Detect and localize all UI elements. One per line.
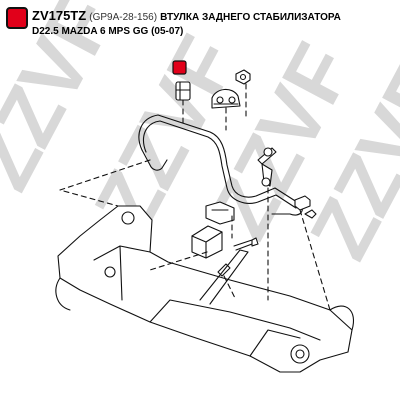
header: ZV175TZ (GP9A-28-156) ВТУЛКА ЗАДНЕГО СТА… bbox=[6, 6, 396, 48]
bolt bbox=[294, 195, 317, 219]
mount-block bbox=[191, 225, 223, 259]
stabilizer-bushing bbox=[175, 81, 191, 101]
stabilizer-bar-end-left bbox=[141, 149, 168, 171]
part-code: ZV175TZ bbox=[32, 8, 87, 23]
stabilizer-link bbox=[257, 147, 277, 187]
part-description: ВТУЛКА ЗАДНЕГО СТАБИЛИЗАТОРА bbox=[160, 12, 341, 23]
vehicle-application: D22.5 MAZDA 6 MPS GG (05-07) bbox=[32, 26, 184, 37]
bolt bbox=[233, 237, 259, 251]
stabilizer-bar-outline bbox=[142, 120, 297, 209]
oem-number: (GP9A-28-156) bbox=[89, 12, 158, 23]
stabilizer-bar bbox=[138, 114, 303, 216]
nut bbox=[235, 69, 251, 85]
bushing-bracket bbox=[211, 88, 241, 109]
leader-lines bbox=[59, 83, 331, 311]
mount-bracket bbox=[205, 201, 235, 225]
title-line: ZV175TZ (GP9A-28-156) ВТУЛКА ЗАДНЕГО СТА… bbox=[32, 8, 341, 23]
brand-marker-icon bbox=[6, 7, 28, 29]
rear-subframe bbox=[55, 205, 354, 373]
part-marker-icon bbox=[172, 60, 187, 75]
